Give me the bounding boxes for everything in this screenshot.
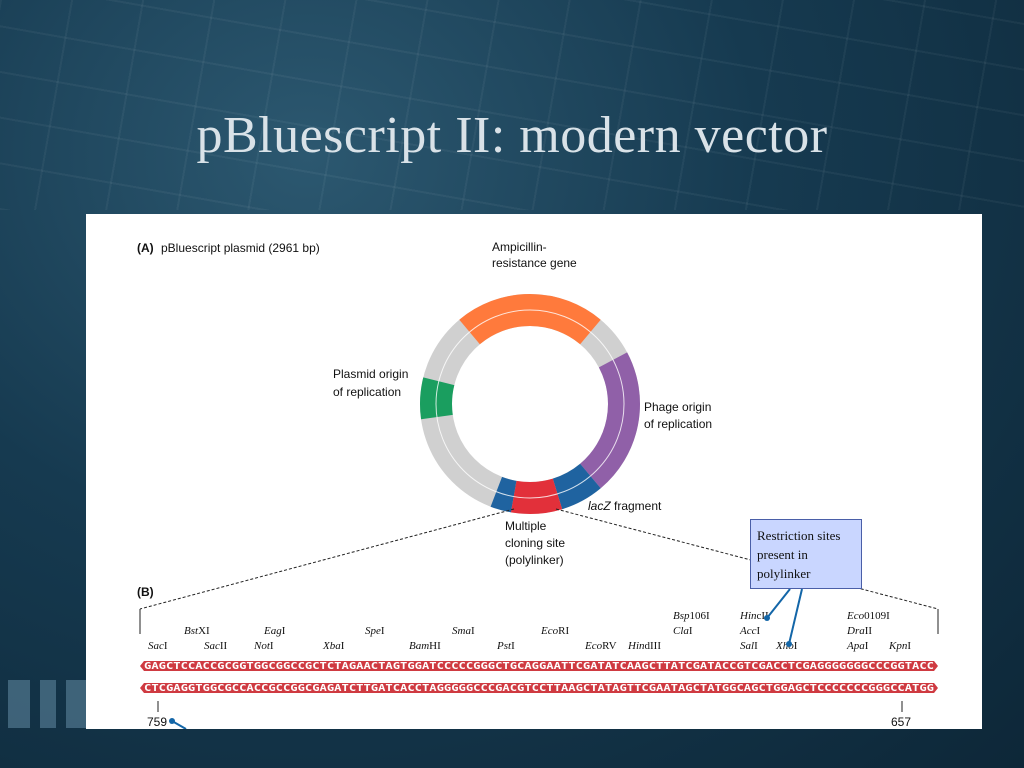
phage-label-line1: Phage origin: [644, 400, 711, 414]
top-strand-bar: [140, 661, 938, 671]
callout-pointer-2: [788, 588, 803, 645]
top-strand-sequence: GAGCTCCACCGCGGTGGCGGCCGCTCTAGAACTAGTGGAT…: [144, 661, 934, 672]
site-label-eco0109i: Eco0109I: [846, 610, 890, 622]
ring-center-line: [435, 309, 625, 499]
site-label-ecori: EcoRI: [540, 625, 569, 637]
amp-label-line2: resistance gene: [492, 256, 577, 270]
background-bars: [0, 680, 90, 730]
panel-b-label: (B): [137, 585, 154, 599]
site-label-xhoi: XhoI: [775, 640, 798, 652]
mcs-label-line1: Multiple: [505, 519, 547, 533]
callout-pointer-1: [766, 588, 791, 619]
callout-line2: present in: [757, 547, 808, 562]
site-label-sac1: SacI: [148, 640, 168, 652]
ampicillin-resistance-segment: [459, 294, 601, 345]
ori-label-line2: of replication: [333, 385, 401, 399]
plasmid-figure: (A) pBluescript plasmid (2961 bp) Ampici…: [137, 240, 939, 729]
zoom-line-right: [555, 508, 939, 610]
callout-line1: Restriction sites: [757, 528, 841, 543]
left-pointer-line: [171, 720, 187, 729]
figure-panel: (A) pBluescript plasmid (2961 bp) Ampici…: [86, 214, 982, 729]
site-label-acci: AccI: [739, 625, 760, 637]
lacz-fragment-segment: [552, 463, 601, 510]
bottom-strand-sequence: CTCGAGGTGGCGCCACCGCCGGCGAGATCTTGATCACCTA…: [144, 683, 934, 694]
site-label-sali: SalI: [740, 640, 758, 652]
site-label-noti: NotI: [253, 640, 274, 652]
background-pattern: [0, 0, 1024, 210]
right-position-number: 657: [891, 715, 911, 729]
site-label-psti: PstI: [496, 640, 515, 652]
site-label-bsp106i: Bsp106I: [673, 610, 710, 622]
site-label-apai: ApaI: [846, 640, 869, 652]
callout-pointer-dot-1: [764, 615, 770, 621]
panel-a-caption: pBluescript plasmid (2961 bp): [161, 241, 320, 255]
ori-label-line1: Plasmid origin: [333, 367, 408, 381]
amp-label-line1: Ampicillin-: [492, 240, 547, 254]
restriction-site-labels: SacI BstXI SacII EagI NotI XbaI SpeI BamHI SmaI P…: [148, 610, 911, 652]
site-label-hincii: HincII: [739, 610, 769, 622]
panel-a-label: (A): [137, 241, 154, 255]
restriction-sites-callout: Restriction sites present in polylinker: [750, 519, 862, 589]
site-label-draii: DraII: [846, 625, 872, 637]
site-label-clai: ClaI: [673, 625, 693, 637]
site-label-smai: SmaI: [452, 625, 475, 637]
zoom-line-left: [139, 508, 515, 610]
site-label-eagi: EagI: [263, 625, 286, 637]
slide-title: pBluescript II: modern vector: [196, 107, 828, 164]
site-label-bstxi: BstXI: [184, 625, 210, 637]
plasmid-map: [420, 294, 640, 514]
site-label-spei: SpeI: [365, 625, 385, 637]
site-label-hindiii: HindIII: [627, 640, 661, 652]
left-position-number: 759: [147, 715, 167, 729]
lacz-label: lacZ fragment: [588, 499, 662, 513]
site-label-sacii: SacII: [204, 640, 228, 652]
callout-line3: polylinker: [757, 566, 811, 581]
callout-pointer-dot-2: [786, 641, 792, 647]
mcs-label-line3: (polylinker): [505, 553, 564, 567]
site-label-bamhi: BamHI: [409, 640, 441, 652]
site-label-ecorv: EcoRV: [584, 640, 617, 652]
site-label-xbai: XbaI: [322, 640, 345, 652]
phage-label-line2: of replication: [644, 417, 712, 431]
bottom-strand-bar: [140, 683, 938, 693]
site-label-kpni: KpnI: [888, 640, 911, 652]
phage-origin-segment: [579, 352, 640, 489]
mcs-label-line2: cloning site: [505, 536, 565, 550]
